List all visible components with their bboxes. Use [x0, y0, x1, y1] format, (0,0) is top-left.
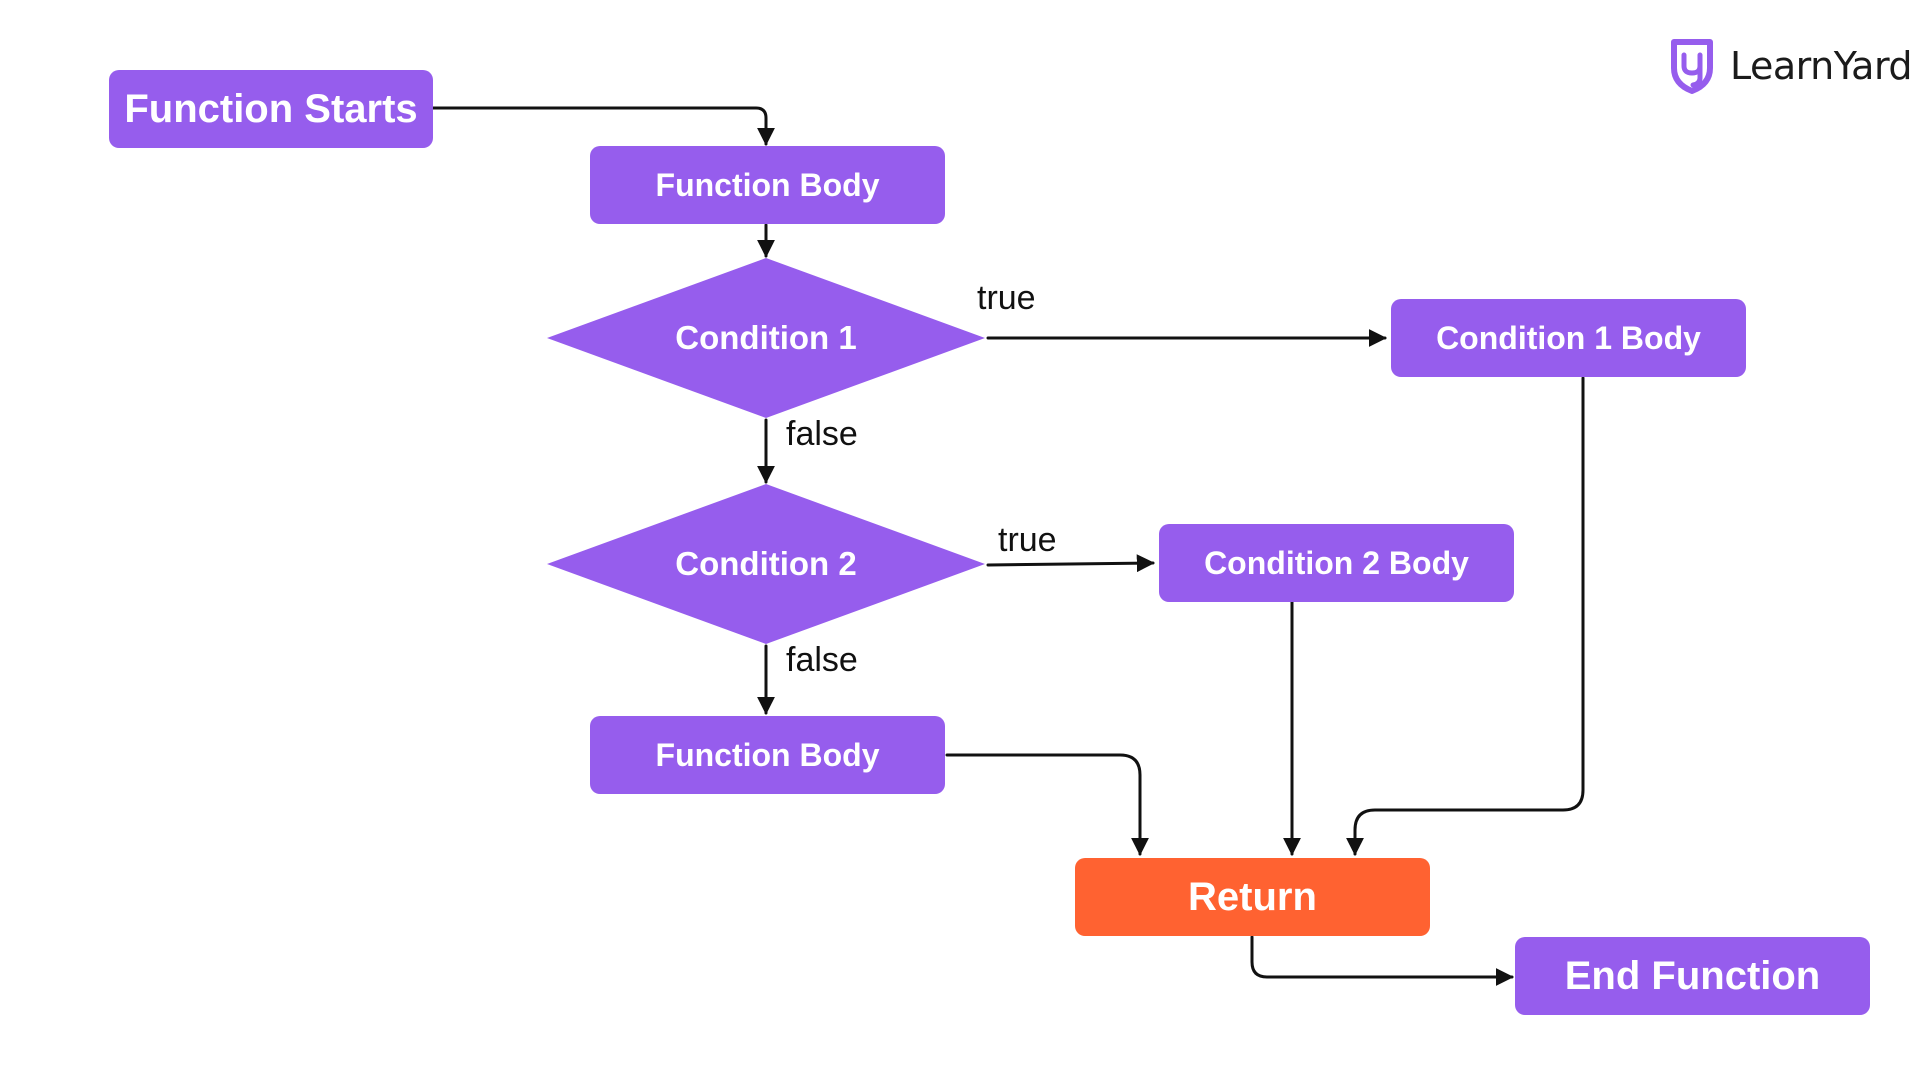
learnyard-logo: LearnYard — [1668, 38, 1913, 94]
edge-condition-1-body-to-return — [1346, 376, 1585, 856]
edge-condition-2-true — [986, 554, 1155, 573]
edge-return-to-end — [1250, 935, 1514, 986]
condition-1-body-node[interactable]: Condition 1 Body — [1391, 299, 1746, 377]
condition-2-diamond[interactable] — [547, 484, 985, 644]
return-node[interactable]: Return — [1075, 858, 1430, 936]
condition-2-label: Condition 2 — [675, 545, 857, 582]
condition-2-false-label: false — [786, 641, 858, 679]
condition-2-body-node[interactable]: Condition 2 Body — [1159, 524, 1514, 602]
condition-1-label: Condition 1 — [675, 319, 857, 356]
edge-start-to-body — [431, 106, 775, 146]
learnyard-shield-icon — [1671, 39, 1713, 94]
end-function-node[interactable]: End Function — [1515, 937, 1870, 1015]
condition-2-true-label: true — [998, 521, 1057, 559]
learnyard-wordmark: LearnYard — [1730, 44, 1913, 88]
condition-1-true-label: true — [977, 279, 1036, 317]
condition-1-false-label: false — [786, 415, 858, 453]
function-starts-node[interactable]: Function Starts — [109, 70, 433, 148]
function-body-bottom-node[interactable]: Function Body — [590, 716, 945, 794]
function-body-top-node[interactable]: Function Body — [590, 146, 945, 224]
condition-1-diamond[interactable] — [547, 258, 985, 418]
edge-body-to-return — [945, 753, 1149, 856]
